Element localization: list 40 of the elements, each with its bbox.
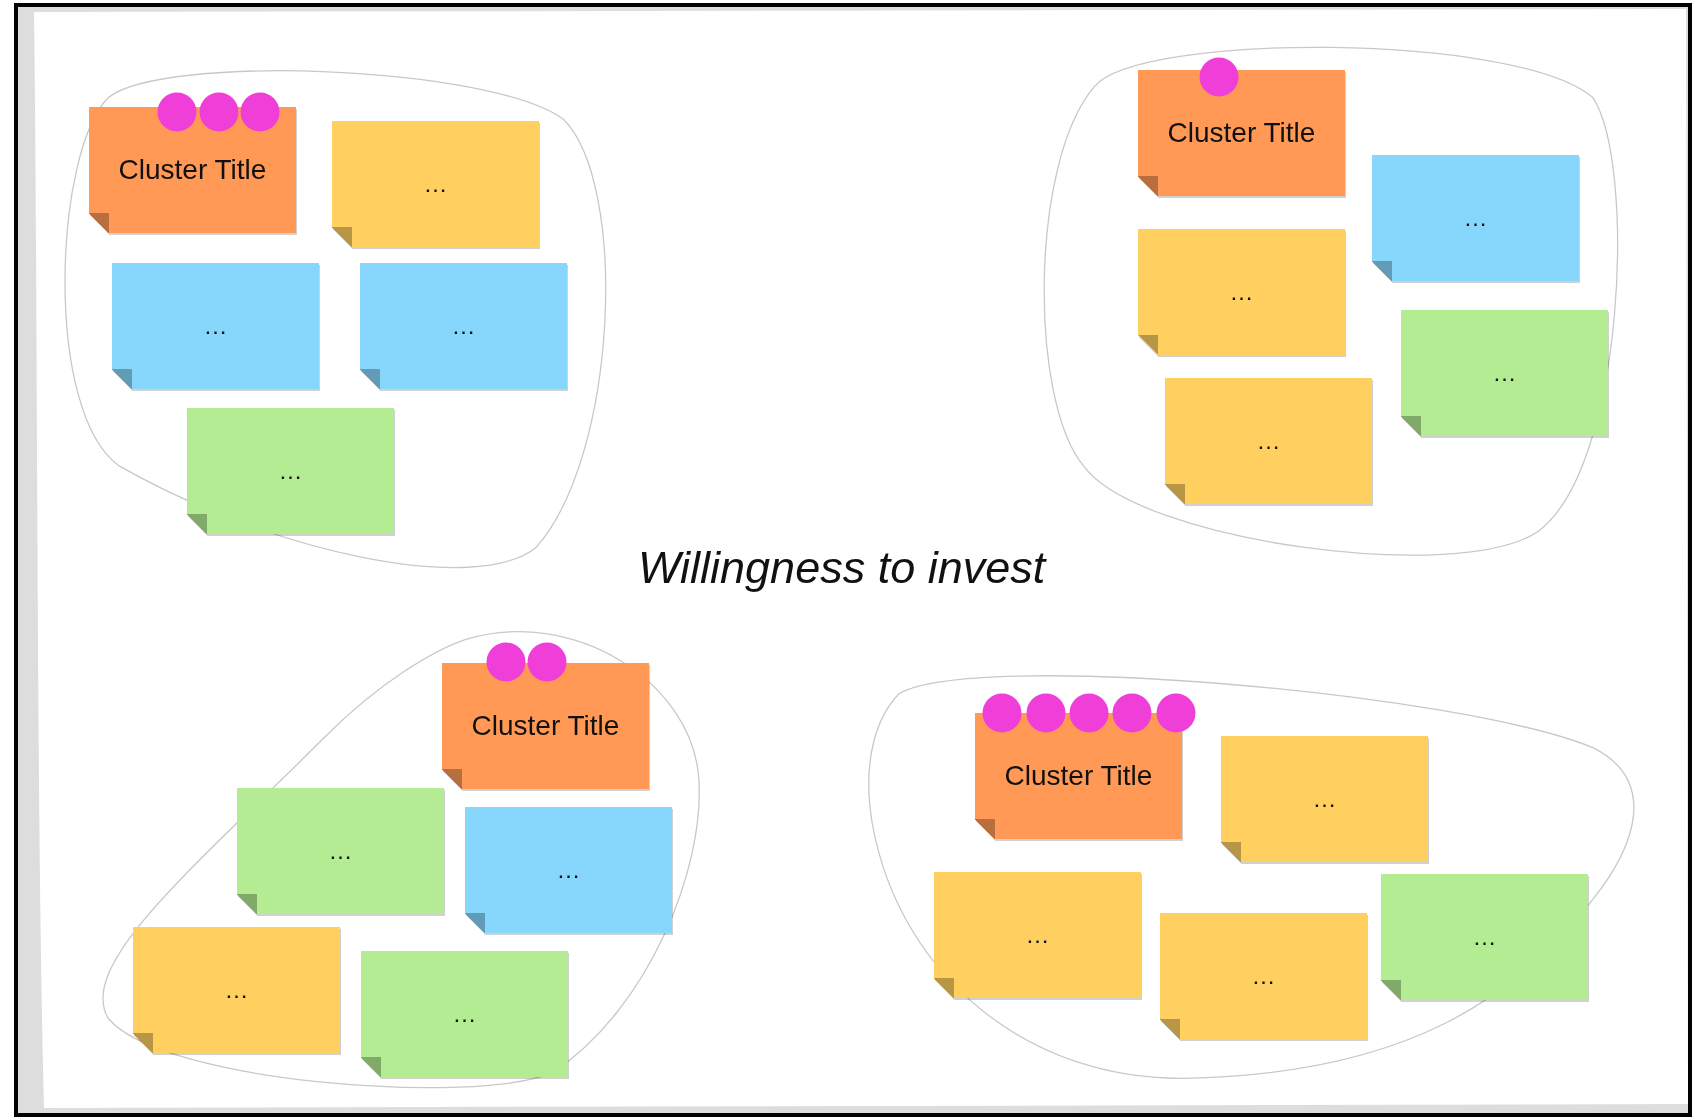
note-text: … bbox=[1492, 359, 1517, 387]
sticky-note bbox=[133, 927, 340, 1053]
sticky-note bbox=[360, 263, 567, 389]
note-text: Cluster Title bbox=[1167, 117, 1316, 149]
sticky-note bbox=[442, 663, 649, 789]
sticky-note bbox=[187, 408, 394, 534]
sticky-note bbox=[1160, 913, 1367, 1039]
note-text: … bbox=[1229, 278, 1254, 306]
note-text: … bbox=[328, 837, 353, 865]
note-text: … bbox=[203, 312, 228, 340]
sticky-note bbox=[112, 263, 319, 389]
note-text: … bbox=[1312, 785, 1337, 813]
note-text: … bbox=[556, 856, 581, 884]
note-text: Cluster Title bbox=[1004, 760, 1153, 792]
sticky-note bbox=[1381, 874, 1588, 1000]
sticky-note bbox=[237, 788, 444, 914]
sticky-note bbox=[1138, 229, 1345, 355]
sticky-note bbox=[1165, 378, 1372, 504]
note-text: Cluster Title bbox=[118, 154, 267, 186]
sticky-note bbox=[89, 107, 296, 233]
note-text: … bbox=[1463, 204, 1488, 232]
sticky-note bbox=[1372, 155, 1579, 281]
sticky-note bbox=[1138, 70, 1345, 196]
sticky-note bbox=[465, 807, 672, 933]
note-text: … bbox=[451, 312, 476, 340]
note-text: … bbox=[224, 976, 249, 1004]
sticky-note bbox=[361, 951, 568, 1077]
note-text: … bbox=[278, 457, 303, 485]
note-text: … bbox=[1251, 962, 1276, 990]
note-text: … bbox=[452, 1000, 477, 1028]
sticky-note bbox=[332, 121, 539, 247]
sticky-note bbox=[934, 872, 1141, 998]
note-text: … bbox=[1256, 427, 1281, 455]
sticky-note bbox=[1401, 310, 1608, 436]
note-text: … bbox=[423, 170, 448, 198]
sticky-note bbox=[1221, 736, 1428, 862]
note-text: … bbox=[1472, 923, 1497, 951]
note-text: Cluster Title bbox=[471, 710, 620, 742]
cluster-axis-label: Willingness to invest bbox=[638, 542, 1046, 594]
note-text: … bbox=[1025, 921, 1050, 949]
